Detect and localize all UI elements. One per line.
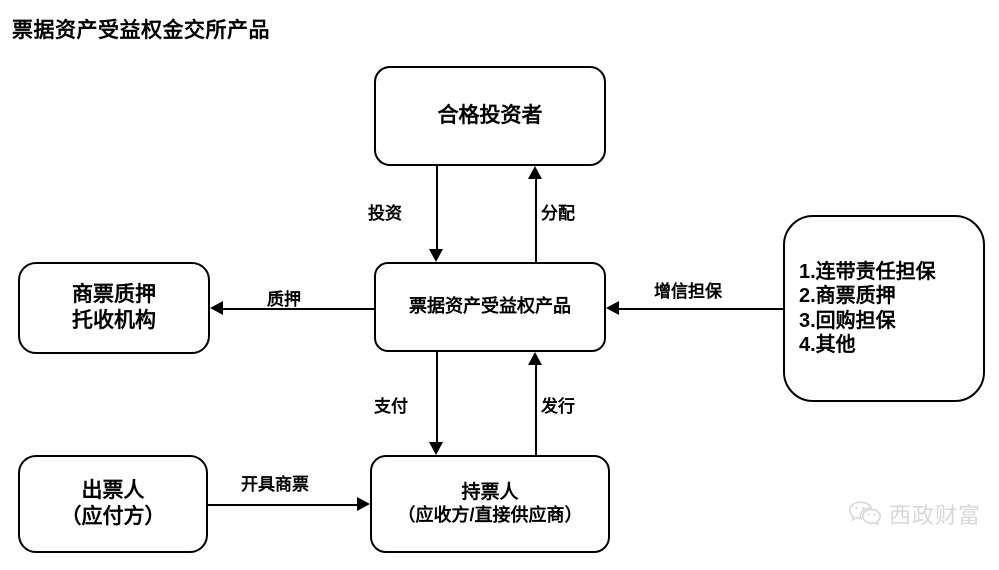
credit-item-3: 3.回购担保 <box>799 309 896 332</box>
edge-arrow-issue <box>528 352 542 365</box>
edge-line-credit <box>619 308 783 310</box>
edge-line-invest <box>436 166 438 249</box>
edge-arrow-pay <box>429 442 443 455</box>
node-label-sub: （应付方） <box>60 505 166 528</box>
edge-arrow-credit <box>606 301 619 315</box>
edge-label-issue: 发行 <box>541 397 575 416</box>
node-credit-enhancement-list: 1.连带责任担保 2.商票质押 3.回购担保 4.其他 <box>783 215 985 402</box>
edge-line-distribute <box>535 179 537 262</box>
page-title: 票据资产受益权金交所产品 <box>12 19 270 42</box>
edge-label-pay: 支付 <box>374 397 408 416</box>
wechat-icon <box>848 500 882 528</box>
edge-label-draw-bill: 开具商票 <box>241 475 309 494</box>
watermark-text: 西政财富 <box>889 503 982 528</box>
edge-label-credit: 增信担保 <box>654 282 722 301</box>
node-label-sub: （应收方/直接供应商） <box>397 504 583 525</box>
credit-item-1: 1.连带责任担保 <box>799 260 936 283</box>
edge-line-pledge <box>223 308 374 310</box>
edge-line-draw-bill <box>208 504 357 506</box>
node-bill-pledge-collection-agency: 商票质押 托收机构 <box>18 262 210 354</box>
edge-arrow-invest <box>429 249 443 262</box>
node-label-line: 合格投资者 <box>437 104 543 128</box>
node-label-line: 商票质押 <box>72 283 156 307</box>
node-label-line: 托收机构 <box>72 309 156 332</box>
node-label-line: 出票人 <box>81 479 145 503</box>
edge-arrow-draw-bill <box>357 497 370 511</box>
node-bill-drawer: 出票人 （应付方） <box>18 455 208 553</box>
node-bill-asset-beneficiary-product: 票据资产受益权产品 <box>374 262 606 352</box>
edge-label-invest: 投资 <box>368 204 402 223</box>
edge-label-pledge: 质押 <box>267 290 301 309</box>
edge-line-issue <box>535 365 537 455</box>
edge-label-distribute: 分配 <box>541 204 575 223</box>
edge-arrow-distribute <box>528 166 542 179</box>
node-label-line: 票据资产受益权产品 <box>409 296 571 317</box>
credit-item-4: 4.其他 <box>799 333 856 356</box>
watermark: 西政财富 <box>848 498 981 530</box>
node-qualified-investor: 合格投资者 <box>374 66 606 166</box>
edge-arrow-pledge <box>210 301 223 315</box>
credit-item-2: 2.商票质押 <box>799 285 896 308</box>
edge-line-pay <box>436 352 438 442</box>
node-label-line: 持票人 <box>461 482 519 504</box>
node-bill-holder: 持票人 （应收方/直接供应商） <box>370 455 610 553</box>
